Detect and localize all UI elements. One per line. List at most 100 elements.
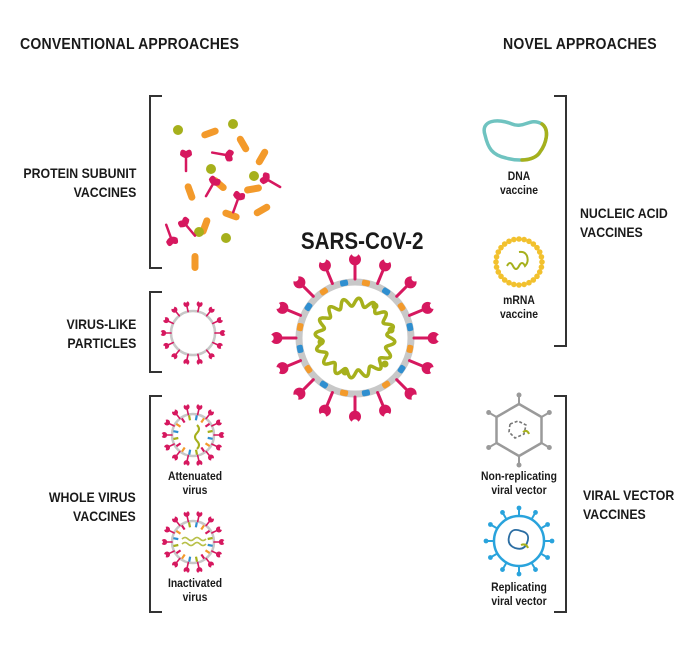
- glycoprotein-tip: [516, 505, 522, 511]
- membrane-protein: [180, 524, 186, 531]
- spike-notch: [273, 302, 281, 309]
- spike-head: [183, 567, 190, 574]
- spike-notch: [198, 363, 202, 367]
- membrane-protein: [194, 556, 199, 562]
- virus-membrane: [170, 412, 216, 458]
- spike-notch: [171, 408, 175, 412]
- lipid-dot: [516, 282, 522, 288]
- membrane-protein: [361, 389, 371, 397]
- inactivated-virus: [159, 509, 227, 575]
- label-viral-vector: VIRAL VECTOR VACCINES: [583, 487, 675, 522]
- fiber-knob: [546, 410, 552, 415]
- membrane-protein: [181, 553, 186, 560]
- center-title: SARS-CoV-2: [300, 228, 424, 255]
- antigen-gene: [520, 543, 529, 549]
- lipid-dot: [498, 273, 504, 280]
- spike-notch: [351, 419, 359, 426]
- antigen-dot: [221, 233, 231, 243]
- spike-head: [183, 403, 190, 410]
- spike-notch: [184, 402, 188, 406]
- spike-notch: [159, 433, 163, 437]
- membrane-protein: [304, 302, 313, 312]
- membrane-protein: [194, 449, 199, 455]
- membrane-protein: [381, 380, 391, 389]
- antigen-dot: [206, 164, 216, 174]
- bracket-viral-vector: [554, 395, 567, 613]
- spike-notch: [184, 363, 188, 367]
- membrane-protein: [173, 543, 179, 548]
- spike-notch: [171, 458, 175, 462]
- rna-strand: [181, 536, 207, 542]
- spike-notch: [273, 367, 281, 374]
- antigen-dot: [173, 125, 183, 135]
- membrane-protein: [173, 537, 179, 541]
- spike-notch: [198, 509, 202, 513]
- spike-head: [196, 567, 203, 574]
- genome: [508, 420, 527, 439]
- spike-stem: [376, 267, 386, 285]
- lipid-dot: [493, 259, 499, 265]
- spike-notch: [411, 274, 419, 282]
- spike-notch: [291, 394, 299, 402]
- caption-replicating: Replicating viral vector: [491, 582, 547, 608]
- spike-notch: [211, 458, 215, 462]
- replicating-vector-icon: [483, 505, 555, 577]
- caption-mrna: mRNA vaccine: [500, 295, 538, 321]
- spike-notch: [319, 256, 326, 264]
- lipid-dot: [493, 264, 500, 270]
- glycoprotein-tip: [483, 538, 489, 544]
- lipid-dot: [530, 277, 537, 283]
- spike-notch: [171, 565, 175, 569]
- spike-head: [427, 332, 440, 344]
- spike-head: [218, 432, 225, 438]
- lipid-dot: [538, 264, 545, 270]
- membrane-protein: [194, 522, 198, 528]
- protein-fragment: [236, 135, 250, 153]
- mrna-strand: [506, 250, 529, 270]
- antigen-gene: [522, 429, 530, 435]
- spike-head: [196, 403, 203, 410]
- spike-head: [183, 510, 190, 517]
- antigen-dot: [228, 119, 238, 129]
- spike-notch: [184, 464, 188, 468]
- membrane-protein: [187, 522, 192, 528]
- lipid-dot: [534, 244, 540, 251]
- lipid-dot: [521, 281, 527, 288]
- virus-membrane: [169, 309, 217, 357]
- nucleocapsid: [341, 368, 349, 376]
- membrane-protein: [188, 556, 192, 562]
- dna-vaccine-icon: [482, 119, 549, 162]
- membrane-protein: [175, 549, 182, 555]
- lipid-dot: [534, 273, 540, 280]
- membrane-protein: [361, 279, 371, 287]
- membrane-protein: [204, 549, 211, 554]
- protein-subunit-group: [164, 119, 282, 271]
- lipid-dot: [539, 259, 545, 265]
- lipid-dot: [521, 236, 527, 243]
- membrane-protein: [304, 364, 313, 374]
- lipid-dot: [498, 244, 504, 251]
- spike-notch: [220, 345, 225, 349]
- glycoprotein-tip: [533, 510, 538, 515]
- spike-notch: [161, 317, 166, 321]
- membrane-protein: [319, 287, 329, 296]
- membrane-protein: [296, 322, 304, 332]
- header-novel: NOVEL APPROACHES: [503, 36, 657, 53]
- spike-head: [349, 410, 361, 423]
- spike-notch: [211, 408, 215, 412]
- membrane-protein: [204, 529, 211, 535]
- membrane-protein: [397, 364, 406, 374]
- spike-notch: [267, 334, 274, 342]
- membrane-protein: [175, 530, 182, 535]
- membrane-protein: [406, 344, 414, 354]
- spike-head: [218, 539, 225, 545]
- lipid-dot: [538, 254, 545, 260]
- lipid-dot: [506, 238, 512, 245]
- spike-stem: [284, 307, 302, 317]
- spike-notch: [211, 515, 215, 519]
- spike-notch: [198, 299, 202, 303]
- spike-protein: [210, 149, 234, 162]
- spike-head: [183, 300, 190, 307]
- spike-stem: [395, 378, 410, 393]
